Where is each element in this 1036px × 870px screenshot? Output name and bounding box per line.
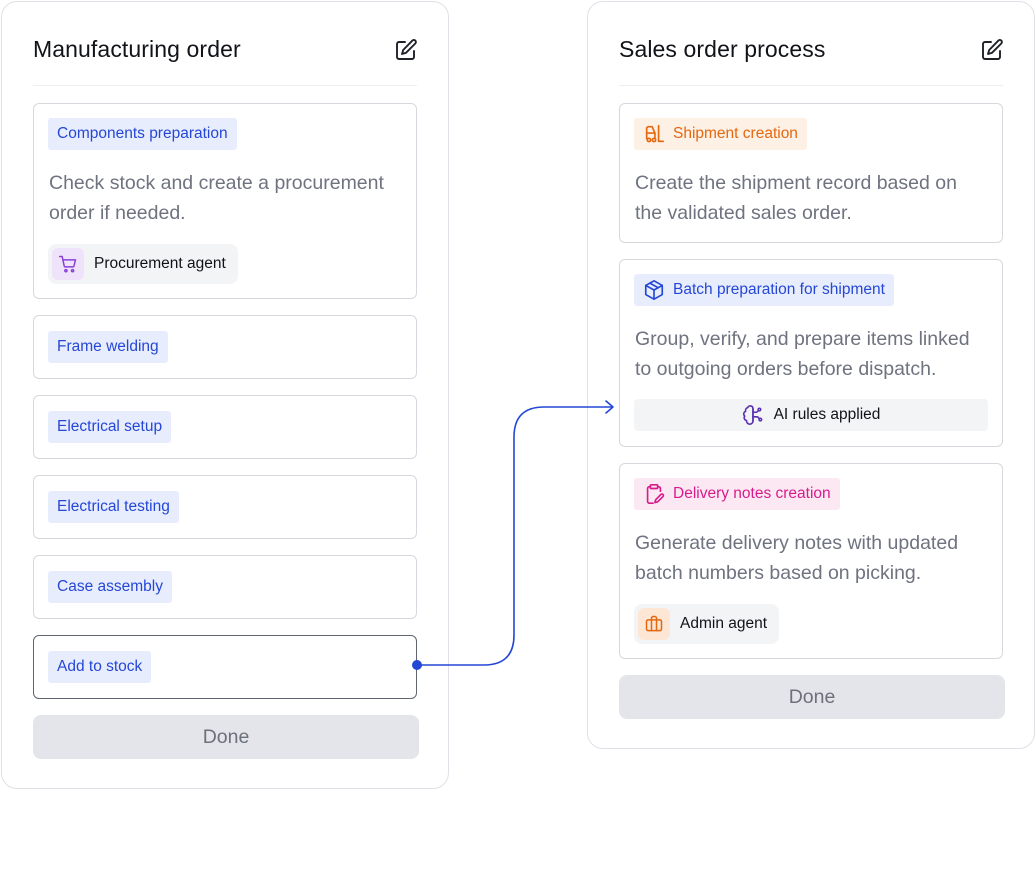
done-button[interactable]: Done — [619, 675, 1005, 719]
step-tag: Frame welding — [48, 331, 168, 363]
step-card-frame-welding[interactable]: Frame welding — [33, 315, 417, 379]
ai-rules-badge: AI rules applied — [634, 399, 988, 431]
divider — [33, 85, 417, 86]
agent-chip-procurement[interactable]: Procurement agent — [48, 244, 238, 284]
step-card-electrical-setup[interactable]: Electrical setup — [33, 395, 417, 459]
step-card-components-preparation[interactable]: Components preparation Check stock and c… — [33, 103, 417, 299]
clipboard-edit-icon — [646, 484, 665, 504]
step-tag: Batch preparation for shipment — [634, 274, 894, 306]
step-tag: Electrical setup — [48, 411, 172, 443]
edit-icon[interactable] — [980, 38, 1004, 62]
step-description: Create the shipment record based on the … — [635, 172, 957, 224]
panel-title: Manufacturing order — [33, 36, 241, 62]
step-card-shipment-creation[interactable]: Shipment creation Create the shipment re… — [619, 103, 1003, 243]
done-button[interactable]: Done — [33, 715, 419, 759]
briefcase-icon — [638, 608, 670, 640]
step-tag-label: Delivery notes creation — [673, 485, 831, 502]
step-card-batch-preparation[interactable]: Batch preparation for shipment Group, ve… — [619, 259, 1003, 447]
step-description: Generate delivery notes with updated bat… — [635, 532, 959, 584]
step-card-electrical-testing[interactable]: Electrical testing — [33, 475, 417, 539]
sales-order-panel: Sales order process Shipment creation Cr… — [587, 1, 1035, 749]
step-tag: Shipment creation — [634, 118, 807, 150]
step-card-add-to-stock[interactable]: Add to stock — [33, 635, 417, 699]
cart-icon — [52, 248, 84, 280]
step-description: Group, verify, and prepare items linked … — [635, 328, 970, 380]
step-tag: Components preparation — [48, 118, 237, 150]
agent-label: Procurement agent — [94, 255, 226, 272]
box-icon — [644, 280, 664, 300]
step-tag: Electrical testing — [48, 491, 179, 523]
brain-icon — [742, 405, 762, 425]
step-tag-label: Shipment creation — [673, 125, 798, 142]
manufacturing-order-panel: Manufacturing order Components preparati… — [1, 1, 449, 789]
step-tag: Delivery notes creation — [634, 478, 840, 510]
agent-label: Admin agent — [680, 615, 768, 632]
step-tag-label: Batch preparation for shipment — [673, 281, 885, 298]
agent-chip-admin[interactable]: Admin agent — [634, 604, 780, 644]
forklift-icon — [645, 124, 664, 143]
step-card-case-assembly[interactable]: Case assembly — [33, 555, 417, 619]
divider — [619, 85, 1003, 86]
ai-rules-label: AI rules applied — [773, 406, 881, 423]
step-card-delivery-notes[interactable]: Delivery notes creation Generate deliver… — [619, 463, 1003, 659]
step-tag: Case assembly — [48, 571, 172, 603]
panel-title: Sales order process — [619, 36, 826, 62]
step-tag: Add to stock — [48, 651, 152, 683]
edit-icon[interactable] — [394, 38, 418, 62]
step-description: Check stock and create a procurement ord… — [49, 172, 384, 224]
